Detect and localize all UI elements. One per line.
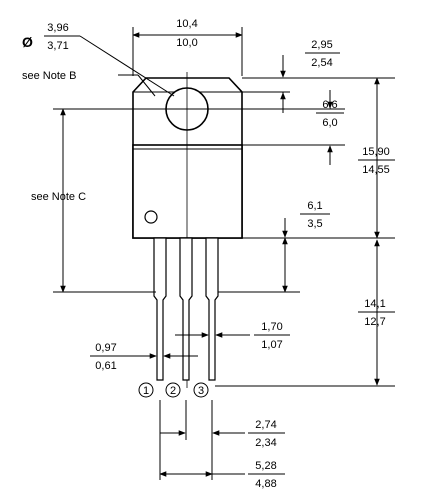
pitch-max: 2,74 bbox=[255, 419, 276, 431]
lead-width-max: 1,70 bbox=[261, 321, 282, 333]
leads bbox=[153, 237, 219, 381]
tab-offset-max: 2,95 bbox=[311, 39, 332, 51]
package-body bbox=[132, 72, 243, 388]
lead-width-min: 1,07 bbox=[261, 339, 282, 351]
hole-height-max: 6,6 bbox=[322, 99, 337, 111]
pin1-marker-dot bbox=[144, 210, 158, 224]
diameter-min: 3,71 bbox=[47, 40, 68, 52]
note-b-label: see Note B bbox=[22, 70, 76, 82]
lead-3 bbox=[205, 237, 219, 381]
lead-shoulder-max: 6,1 bbox=[307, 200, 322, 212]
pin-labels: 1 2 3 bbox=[138, 382, 209, 398]
dimension-text: Ø 3,96 3,71 see Note B see Note C 10,4 1… bbox=[22, 18, 395, 490]
lead-thickness-max: 0,97 bbox=[95, 342, 116, 354]
lead-length-min: 12,7 bbox=[364, 316, 385, 328]
body-width-max: 10,4 bbox=[176, 18, 197, 30]
hole-height-min: 6,0 bbox=[322, 117, 337, 129]
body-width-min: 10,0 bbox=[176, 37, 197, 49]
lead-2 bbox=[179, 237, 193, 381]
pitch-min: 2,34 bbox=[255, 437, 276, 449]
diameter-max: 3,96 bbox=[47, 22, 68, 34]
lead-shoulder-min: 3,5 bbox=[307, 218, 322, 230]
tab-offset-min: 2,54 bbox=[311, 57, 332, 69]
span-min: 4,88 bbox=[255, 478, 276, 490]
lead-thickness-min: 0,61 bbox=[95, 360, 116, 372]
pin-label-3: 3 bbox=[198, 385, 204, 397]
total-height-min: 14,55 bbox=[362, 164, 390, 176]
diameter-symbol: Ø bbox=[22, 34, 33, 50]
lead-1 bbox=[153, 237, 167, 381]
note-c-label: see Note C bbox=[31, 191, 86, 203]
pin-label-2: 2 bbox=[170, 385, 176, 397]
span-max: 5,28 bbox=[255, 460, 276, 472]
pin-label-1: 1 bbox=[143, 385, 149, 397]
lead-length-max: 14,1 bbox=[364, 298, 385, 310]
molded-body bbox=[132, 144, 243, 239]
total-height-max: 15,90 bbox=[362, 146, 390, 158]
